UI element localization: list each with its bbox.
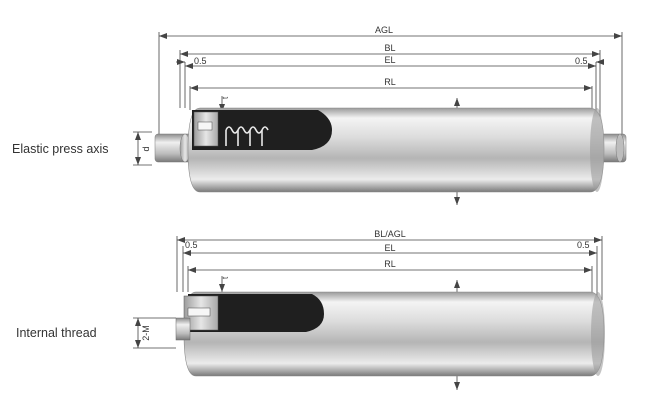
label-elastic-press-axis: Elastic press axis <box>12 142 109 156</box>
top-dimensions <box>133 32 623 205</box>
label-el: EL <box>384 55 395 65</box>
label-t-top: t <box>221 96 230 99</box>
label-bl-agl: BL/AGL <box>374 229 406 239</box>
roller-bottom <box>175 291 605 377</box>
cutaway-bottom <box>188 294 324 332</box>
label-bl: BL <box>384 43 395 53</box>
label-shaft-d: d <box>141 146 151 151</box>
label-thread: 2-M <box>141 325 151 341</box>
label-rl: RL <box>384 77 396 87</box>
label-internal-thread: Internal thread <box>16 326 97 340</box>
roller-top <box>154 107 627 193</box>
label-el-bottom: EL <box>384 243 395 253</box>
label-offset-right-bottom: 0.5 <box>577 240 590 250</box>
spring-coils <box>225 126 269 146</box>
label-rl-bottom: RL <box>384 259 396 269</box>
label-offset-left: 0.5 <box>194 56 207 66</box>
label-t-bottom: t <box>221 276 230 279</box>
label-offset-right: 0.5 <box>575 56 588 66</box>
bottom-dimensions <box>133 236 603 390</box>
label-agl: AGL <box>375 25 393 35</box>
label-offset-left-bottom: 0.5 <box>185 240 198 250</box>
